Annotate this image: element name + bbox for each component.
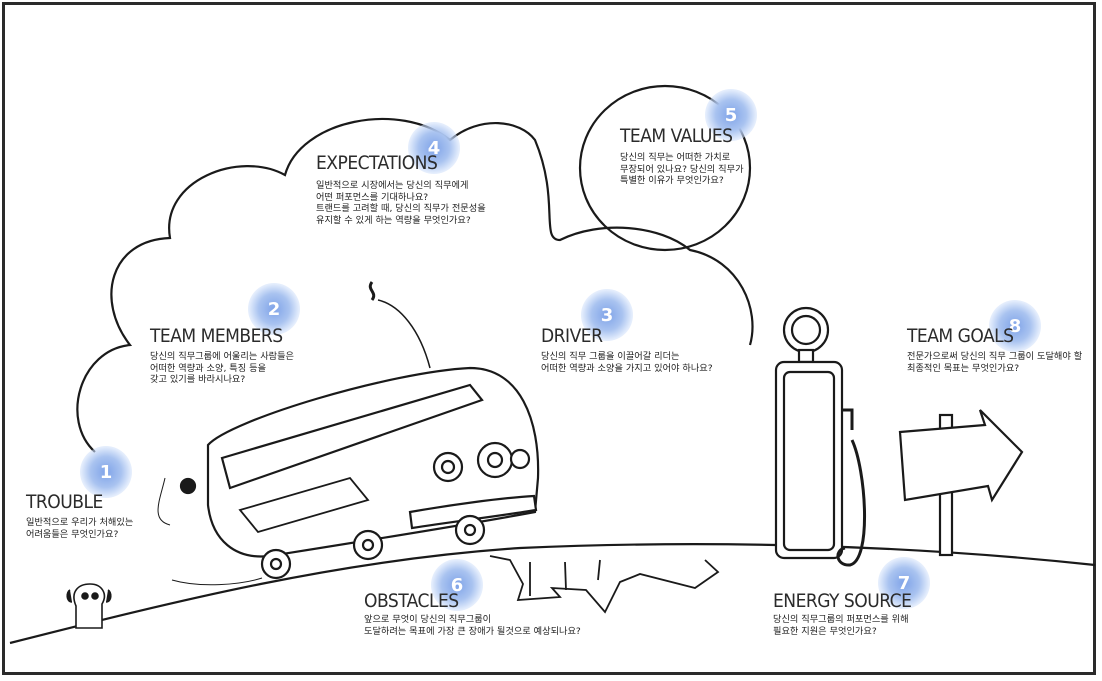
step-badge-5: 5 [705, 89, 757, 141]
arrow-sign-icon [898, 409, 1024, 557]
step-badge-4: 4 [408, 122, 460, 174]
section-text-expectations: 일반적으로 시장에서는 당신의 직무에게 어떤 퍼포먼스를 기대하나요? 트랜드… [316, 180, 486, 226]
section-title-obstacles: OBSTACLES [364, 590, 459, 612]
section-text-driver: 당신의 직무 그룹을 이끌어갈 리더는 어떠한 역량과 소양을 가지고 있어야 … [541, 351, 713, 374]
values-circle [578, 84, 752, 252]
step-badge-3: 3 [581, 289, 633, 341]
step-badge-8: 8 [989, 300, 1041, 352]
section-title-expectations: EXPECTATIONS [316, 152, 438, 174]
section-text-trouble: 일반적으로 우리가 처해있는 어려움들은 무엇인가요? [26, 517, 134, 540]
step-badge-2: 2 [248, 283, 300, 335]
section-text-team-members: 당신의 직무그룹에 어울리는 사람들은 어떠한 역량과 소양, 특징 등을 갖고… [150, 351, 295, 386]
dog-icon [66, 583, 112, 629]
section-title-energy-source: ENERGY SOURCE [773, 590, 912, 612]
crack-icon [489, 555, 720, 614]
section-title-team-goals: TEAM GOALS [907, 325, 1014, 347]
step-badge-7: 7 [878, 557, 930, 609]
section-title-team-members: TEAM MEMBERS [150, 325, 283, 347]
ground-line [9, 543, 1096, 645]
step-badge-6: 6 [431, 559, 483, 611]
section-title-team-values: TEAM VALUES [620, 125, 733, 147]
section-text-energy-source: 당신의 직무그룹의 퍼포먼스를 위해 필요한 지원은 무엇인가요? [773, 614, 909, 637]
cloud-icon [76, 117, 754, 453]
section-text-team-goals: 전문가으로써 당신의 직무 그룹이 도달해야 할 최종적인 목표는 무엇인가요? [907, 351, 1083, 374]
section-text-team-values: 당신의 직무는 어떠한 가치로 무장되어 있나요? 당신의 직무가 특별한 이유… [620, 152, 744, 187]
section-title-trouble: TROUBLE [26, 491, 103, 513]
step-badge-1: 1 [80, 446, 132, 498]
bus-icon [157, 281, 540, 586]
section-title-driver: DRIVER [541, 325, 603, 347]
section-text-obstacles: 앞으로 무엇이 당신의 직무그룹이 도달하려는 목표에 가장 큰 장애가 될것으… [364, 614, 581, 637]
fuel-pump-icon [774, 306, 867, 567]
